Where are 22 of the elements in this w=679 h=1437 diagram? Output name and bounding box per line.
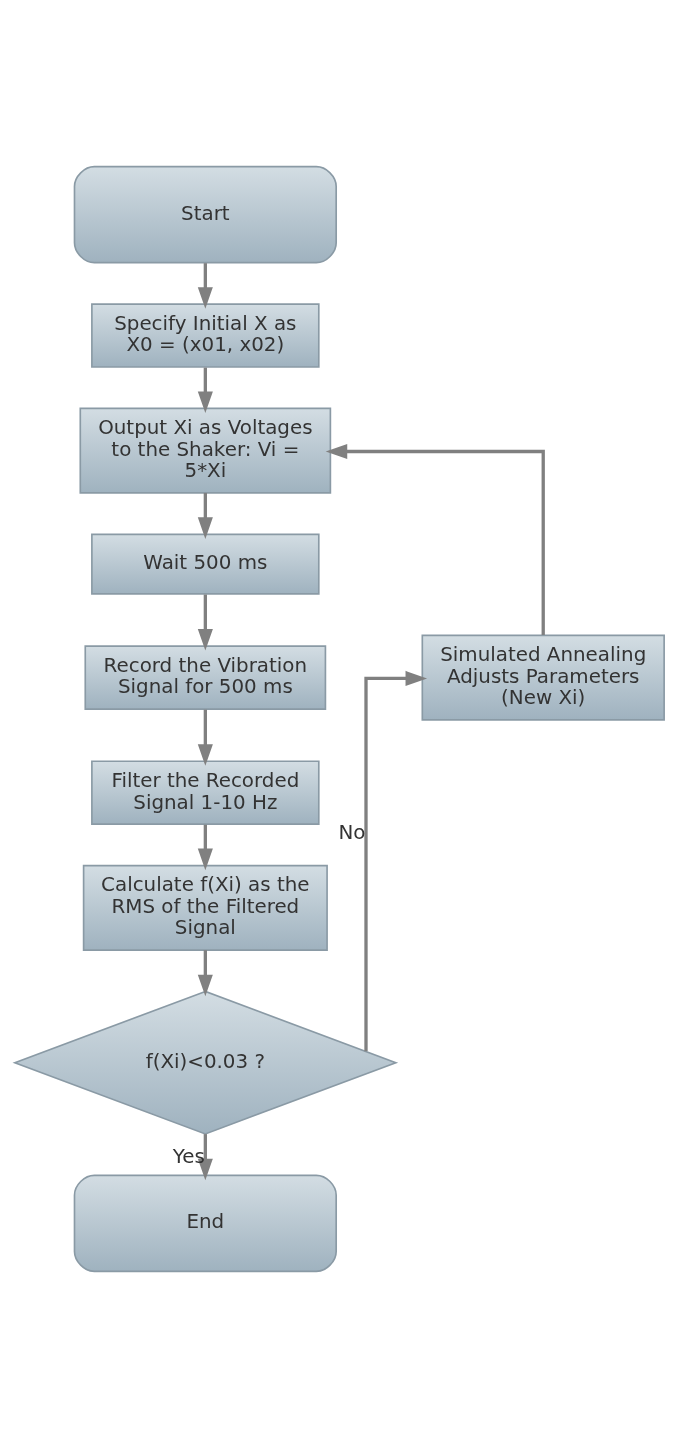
arrow [197, 262, 213, 309]
node-box: Specify Initial X as X0 = (x01, x02) [91, 302, 320, 368]
arrow [325, 443, 545, 635]
arrow [197, 367, 213, 413]
node-box: Filter the Recorded Signal 1-10 Hz [91, 759, 320, 825]
arrow [197, 492, 213, 539]
arrow [197, 949, 213, 996]
arrow [197, 1133, 213, 1180]
node-box: Simulated Annealing Adjusts Parameters (New Xi) [421, 634, 665, 721]
node-box: Record the Vibration Signal for 500 ms [84, 644, 327, 710]
node-box: Calculate f(Xi) as the RMS of the Filtered Signal [82, 864, 328, 951]
node-box: Start [73, 165, 337, 263]
edge-label: Yes [172, 1144, 205, 1168]
node-diamond: f(Xi)<0.03 ? [12, 990, 399, 1135]
node-box: Wait 500 ms [91, 533, 320, 595]
node-box: Output Xi as Voltages to the Shaker: Vi = 5*Xi [79, 407, 332, 494]
arrow [197, 824, 213, 870]
node-box: End [73, 1174, 337, 1272]
arrow [197, 594, 213, 650]
edge-label: No [338, 820, 366, 844]
arrow [364, 670, 428, 1051]
arrow [197, 709, 213, 766]
